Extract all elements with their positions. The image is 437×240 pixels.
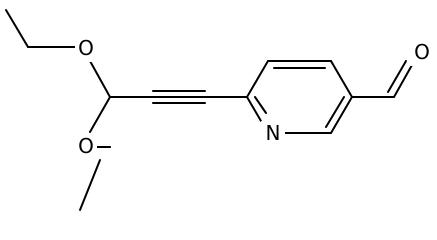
bond-o-upper-acetal	[89, 60, 111, 98]
bond-ring-c5-c6-inner	[325, 96, 345, 128]
atom-o-lower: O	[78, 134, 94, 158]
bond-o-lower-acetal	[89, 96, 111, 133]
atom-mask-o-aldehyde	[410, 40, 434, 66]
bond-ethyl-upper-ch3	[5, 9, 29, 48]
atom-mask-n-ring	[261, 121, 285, 147]
atom-o-upper: O	[78, 36, 94, 60]
bond-ring-n-c2	[246, 96, 262, 122]
bond-ring-c5-c6	[330, 96, 353, 134]
bond-ring-n-c2-inner	[254, 96, 267, 114]
bond-ethyl-lower-ch3	[79, 159, 101, 211]
atom-n-ring: N	[266, 121, 281, 145]
bond-ring-c4-c5	[330, 60, 353, 98]
chemical-structure: O O N O	[5, 9, 434, 211]
bond-ring-c2-c3	[246, 60, 269, 98]
atom-mask-o-lower	[75, 134, 97, 160]
bond-aldehyde-co-1	[393, 64, 413, 98]
bond-aldehyde-co-2	[387, 60, 407, 93]
atom-o-aldehyde: O	[414, 40, 430, 64]
atom-mask-o-upper	[75, 36, 97, 62]
